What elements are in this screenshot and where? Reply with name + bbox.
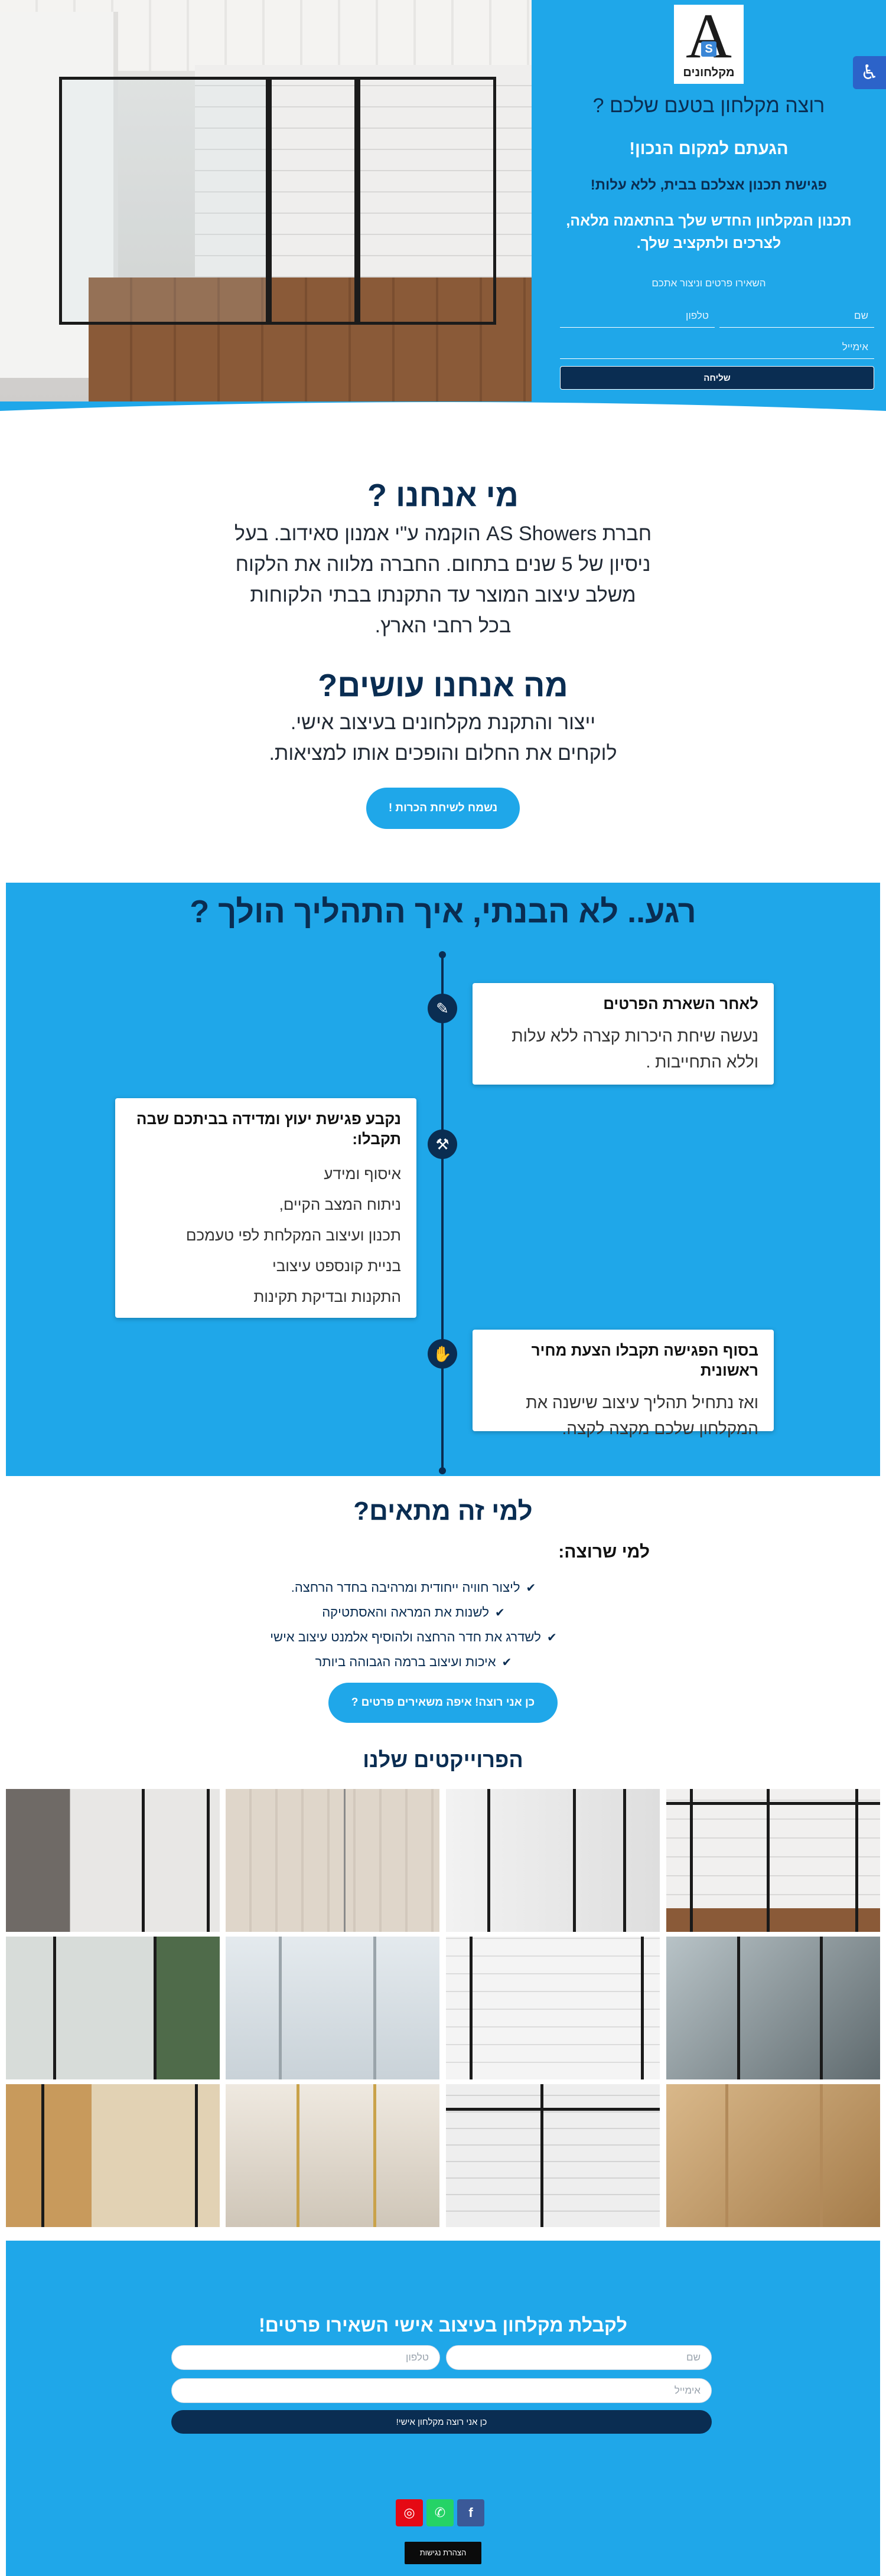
bottom-submit-button[interactable]: כן אני רוצה מקלחון אישי! [171, 2410, 712, 2434]
hero-section: A S מקלחונים רוצה מקלחון בטעם שלכם ? הגע… [0, 0, 886, 427]
accessibility-statement-link[interactable]: הצהרת נגישות [405, 2542, 481, 2564]
process-title: רגע.. לא הבנתי, איך התהליך הולך ? [190, 894, 696, 929]
project-photo[interactable] [446, 1937, 660, 2079]
list-item: תכנון ועיצוב המקלחת לפי טעמכם [185, 1226, 401, 1244]
edit-icon: ✎ [428, 994, 457, 1023]
what-we-do-text: ייצור והתקנת מקלחונים בעיצוב אישי. לוקחי… [177, 707, 709, 769]
bottom-name-input[interactable] [446, 2345, 712, 2370]
hero-submit-button[interactable]: שליחה [560, 366, 874, 390]
check-icon: ✔ [546, 1631, 557, 1644]
logo-badge: S [701, 41, 716, 57]
bottom-email-input[interactable] [171, 2378, 712, 2403]
intro-call-button[interactable]: נשמח לשיחת הכרות ! [366, 788, 520, 829]
projects-title: הפרוייקטים שלנו [363, 1748, 523, 1772]
process-step-1-title: לאחר השארת הפרטים [603, 995, 758, 1013]
list-item: התקנות ובדיקת תקינות [253, 1288, 401, 1305]
bottom-lead-section: לקבלת מקלחון בעיצוב אישי השאירו פרטים! כ… [6, 2241, 880, 2576]
project-photo[interactable] [6, 1789, 220, 1932]
hero-lead-panel: A S מקלחונים רוצה מקלחון בטעם שלכם ? הגע… [532, 0, 886, 401]
brand-logo[interactable]: A S מקלחונים [674, 5, 744, 84]
tools-icon: ⚒ [428, 1129, 457, 1159]
wants-list: ✔ליצור חוויה ייחודית ומרהיבה בחדר הרחצה.… [236, 1575, 591, 1674]
projects-gallery [6, 1789, 880, 2229]
process-step-1-card: לאחר השארת הפרטים נעשה שיחת היכרות קצרה … [473, 983, 774, 1085]
hero-headline: הגעתם למקום הנכון! [629, 139, 789, 158]
bottom-form-title: לקבלת מקלחון בעיצוב אישי השאירו פרטים! [259, 2314, 627, 2336]
project-photo[interactable] [666, 2084, 880, 2227]
check-icon: ✔ [495, 1607, 505, 1620]
hero-wave-divider [0, 402, 886, 427]
timeline-end-dot [439, 1467, 446, 1474]
accessibility-icon[interactable]: ♿ [853, 56, 886, 89]
project-photo[interactable] [666, 1937, 880, 2079]
hero-leave-details-label: השאירו פרטים וניצור אתכם [652, 277, 766, 289]
hero-question: רוצה מקלחון בטעם שלכם ? [592, 94, 825, 117]
what-we-do-title: מה אנחנו עושים? [318, 668, 568, 703]
what-we-do-line-1: ייצור והתקנת מקלחונים בעיצוב אישי. [290, 711, 596, 734]
interested-button[interactable]: כן אני רוצה! איפה משאירים פרטים ? [328, 1683, 558, 1723]
what-we-do-line-2: לוקחים את החלום והופכים אותו למציאות. [269, 742, 617, 765]
project-photo[interactable] [226, 1937, 439, 2079]
check-icon: ✔ [501, 1656, 512, 1669]
process-step-3-card: בסוף הפגישה תקבלו הצעת מחיר ראשונית ואז … [473, 1330, 774, 1438]
process-section: רגע.. לא הבנתי, איך התהליך הולך ? ✎ ⚒ ✋ … [6, 883, 880, 1476]
hero-phone-input[interactable] [560, 304, 715, 328]
project-photo[interactable] [446, 1789, 660, 1932]
list-item: ניתוח המצב הקיים, [279, 1196, 401, 1213]
hero-email-input[interactable] [560, 335, 874, 359]
list-item: ✔לשנות את המראה והאסתטיקה [322, 1605, 505, 1620]
hero-shower-photo [0, 0, 532, 401]
process-step-2-list: איסוף ומידע ניתוח המצב הקיים, תכנון ועיצ… [131, 1158, 401, 1312]
process-step-2-card: נקבע פגישת יעוץ ומדידה בביתכם שבה תקבלו:… [115, 1098, 416, 1318]
handshake-icon: ✋ [428, 1339, 457, 1369]
hero-planning-text: תכנון המקלחון החדש שלך בהתאמה מלאה, לצרכ… [566, 213, 852, 252]
hero-name-input[interactable] [719, 304, 874, 328]
process-step-3-title: בסוף הפגישה תקבלו הצעת מחיר ראשונית [531, 1341, 758, 1379]
whatsapp-icon[interactable]: ✆ [426, 2499, 454, 2526]
fits-title: למי זה מתאים? [353, 1497, 533, 1526]
logo-letter: A [686, 1, 732, 71]
process-step-3-text: ואז נתחיל תהליך עיצוב שישנה את המקלחון ש… [526, 1393, 758, 1438]
wants-title: למי שרוצה: [558, 1542, 650, 1562]
about-text: חברת AS Showers הוקמה ע"י אמנון סאידוב. … [234, 523, 652, 637]
project-photo[interactable] [6, 1937, 220, 2079]
project-photo[interactable] [6, 2084, 220, 2227]
project-photo[interactable] [666, 1789, 880, 1932]
list-item: איסוף ומידע [324, 1165, 401, 1183]
about-title: מי אנחנו ? [367, 478, 519, 513]
list-item: ✔איכות ועיצוב ברמה הגבוהה ביותר [315, 1654, 512, 1669]
bottom-phone-input[interactable] [171, 2345, 440, 2370]
project-photo[interactable] [446, 2084, 660, 2227]
project-photo[interactable] [226, 2084, 439, 2227]
timeline-start-dot [439, 951, 446, 958]
list-item: ✔ליצור חוויה ייחודית ומרהיבה בחדר הרחצה. [291, 1580, 536, 1595]
instagram-icon[interactable]: ◎ [396, 2499, 423, 2526]
project-photo[interactable] [226, 1789, 439, 1932]
facebook-icon[interactable]: f [457, 2499, 484, 2526]
hero-meeting-text: פגישת תכנון אצלכם בבית, ללא עלות! [590, 177, 828, 193]
process-step-2-title: נקבע פגישת יעוץ ומדידה בביתכם שבה תקבלו: [136, 1110, 401, 1148]
check-icon: ✔ [526, 1582, 536, 1595]
logo-word: מקלחונים [683, 66, 735, 79]
timeline-line [441, 954, 444, 1473]
list-item: ✔לשדרג את חדר הרחצה ולהוסיף אלמנט עיצוב … [270, 1630, 557, 1644]
list-item: בניית קונספט עיצובי [272, 1257, 401, 1275]
process-step-1-text: נעשה שיחת היכרות קצרה ללא עלות וללא התחי… [512, 1027, 758, 1071]
